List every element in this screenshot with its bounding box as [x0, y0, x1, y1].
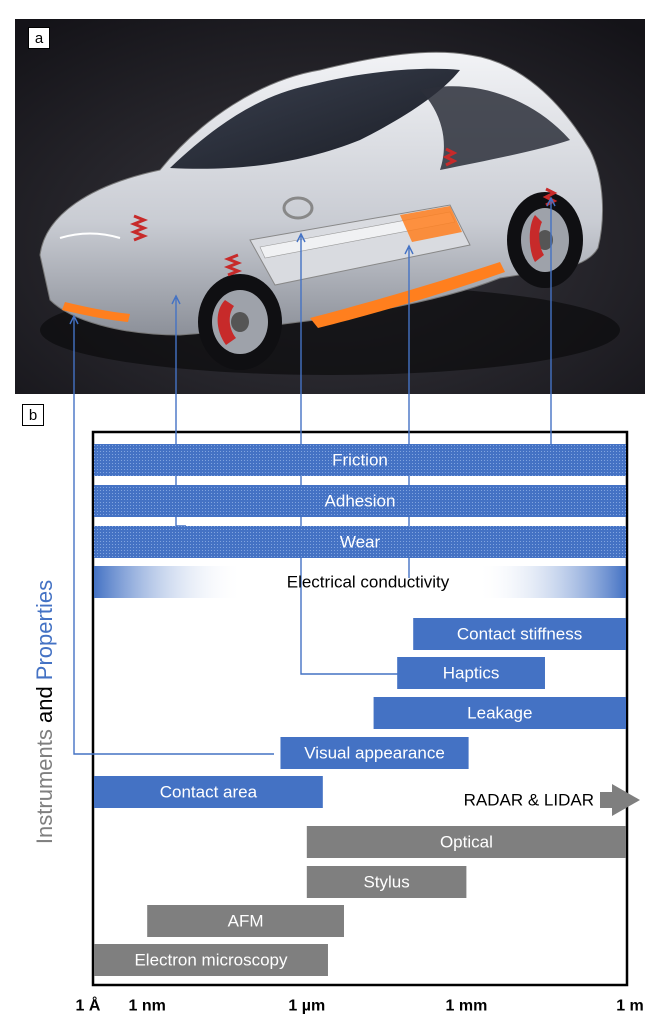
bar-label-friction: Friction	[332, 451, 388, 470]
bar-label-radar-lidar: RADAR & LIDAR	[464, 791, 594, 810]
bar-label-optical: Optical	[440, 833, 493, 852]
rear-wheel	[507, 192, 583, 288]
bar-adhesion	[94, 485, 626, 517]
connector-visual	[73, 318, 274, 755]
y-axis-label-instruments: Instruments	[32, 729, 57, 845]
bar-visual-appearance	[280, 737, 469, 769]
x-axis-ticks: 1 Å 1 nm 1 µm 1 mm 1 m	[76, 996, 644, 1015]
bar-label-adhesion: Adhesion	[325, 492, 396, 511]
car-side-window	[420, 86, 570, 170]
bar-label-contact-area: Contact area	[160, 783, 258, 802]
bar-optical	[306, 826, 626, 858]
y-axis-label-and: and	[32, 680, 57, 730]
bar-friction	[94, 444, 626, 476]
bar-label-wear: Wear	[340, 533, 381, 552]
bar-label-electrical-conductivity: Electrical conductivity	[287, 573, 450, 592]
tick-label-1-um: 1 µm	[288, 998, 325, 1015]
tick-label-1-angstrom: 1 Å	[76, 996, 101, 1015]
connector-arrowhead	[404, 244, 414, 255]
front-wheel	[198, 274, 282, 370]
bar-wear	[94, 526, 626, 558]
tick-label-1-mm: 1 mm	[446, 998, 488, 1015]
bar-radar-lidar	[600, 784, 640, 816]
bar-label-contact-stiffness: Contact stiffness	[457, 625, 582, 644]
bar-electron-microscopy	[94, 944, 328, 976]
connector-arrowhead	[171, 294, 181, 305]
bar-label-visual-appearance: Visual appearance	[304, 744, 445, 763]
bar-leakage	[373, 697, 626, 729]
panel-label-b: b	[22, 404, 44, 426]
bar-label-afm: AFM	[228, 912, 264, 931]
bar-electrical-conductivity-right	[477, 566, 626, 598]
tick-label-1-nm: 1 nm	[129, 998, 166, 1015]
y-axis-label-properties: Properties	[32, 579, 57, 681]
panel-label-a: a	[28, 27, 50, 49]
connector-lines	[69, 196, 556, 755]
battery-highlight	[310, 262, 505, 328]
bar-afm	[147, 905, 344, 937]
bar-label-leakage: Leakage	[467, 704, 532, 723]
connector-arrowhead	[546, 196, 556, 207]
connector-haptics	[300, 236, 398, 675]
bar-label-haptics: Haptics	[443, 664, 500, 683]
bar-label-electron-microscopy: Electron microscopy	[134, 951, 288, 970]
bar-haptics	[397, 657, 545, 689]
car-illustration	[15, 19, 645, 394]
connector-arrowhead	[296, 232, 306, 243]
bar-label-stylus: Stylus	[363, 873, 409, 892]
car-roof-glass	[170, 68, 460, 169]
steering-wheel	[282, 196, 314, 220]
bar-contact-area	[94, 776, 323, 808]
y-axis-label: Instruments and Properties	[32, 580, 58, 844]
connector-arrowhead	[69, 314, 79, 325]
bar-contact-stiffness	[413, 618, 626, 650]
bar-electrical-conductivity-left	[94, 566, 243, 598]
bar-stylus	[306, 866, 467, 898]
tick-label-1-m: 1 m	[616, 998, 644, 1015]
